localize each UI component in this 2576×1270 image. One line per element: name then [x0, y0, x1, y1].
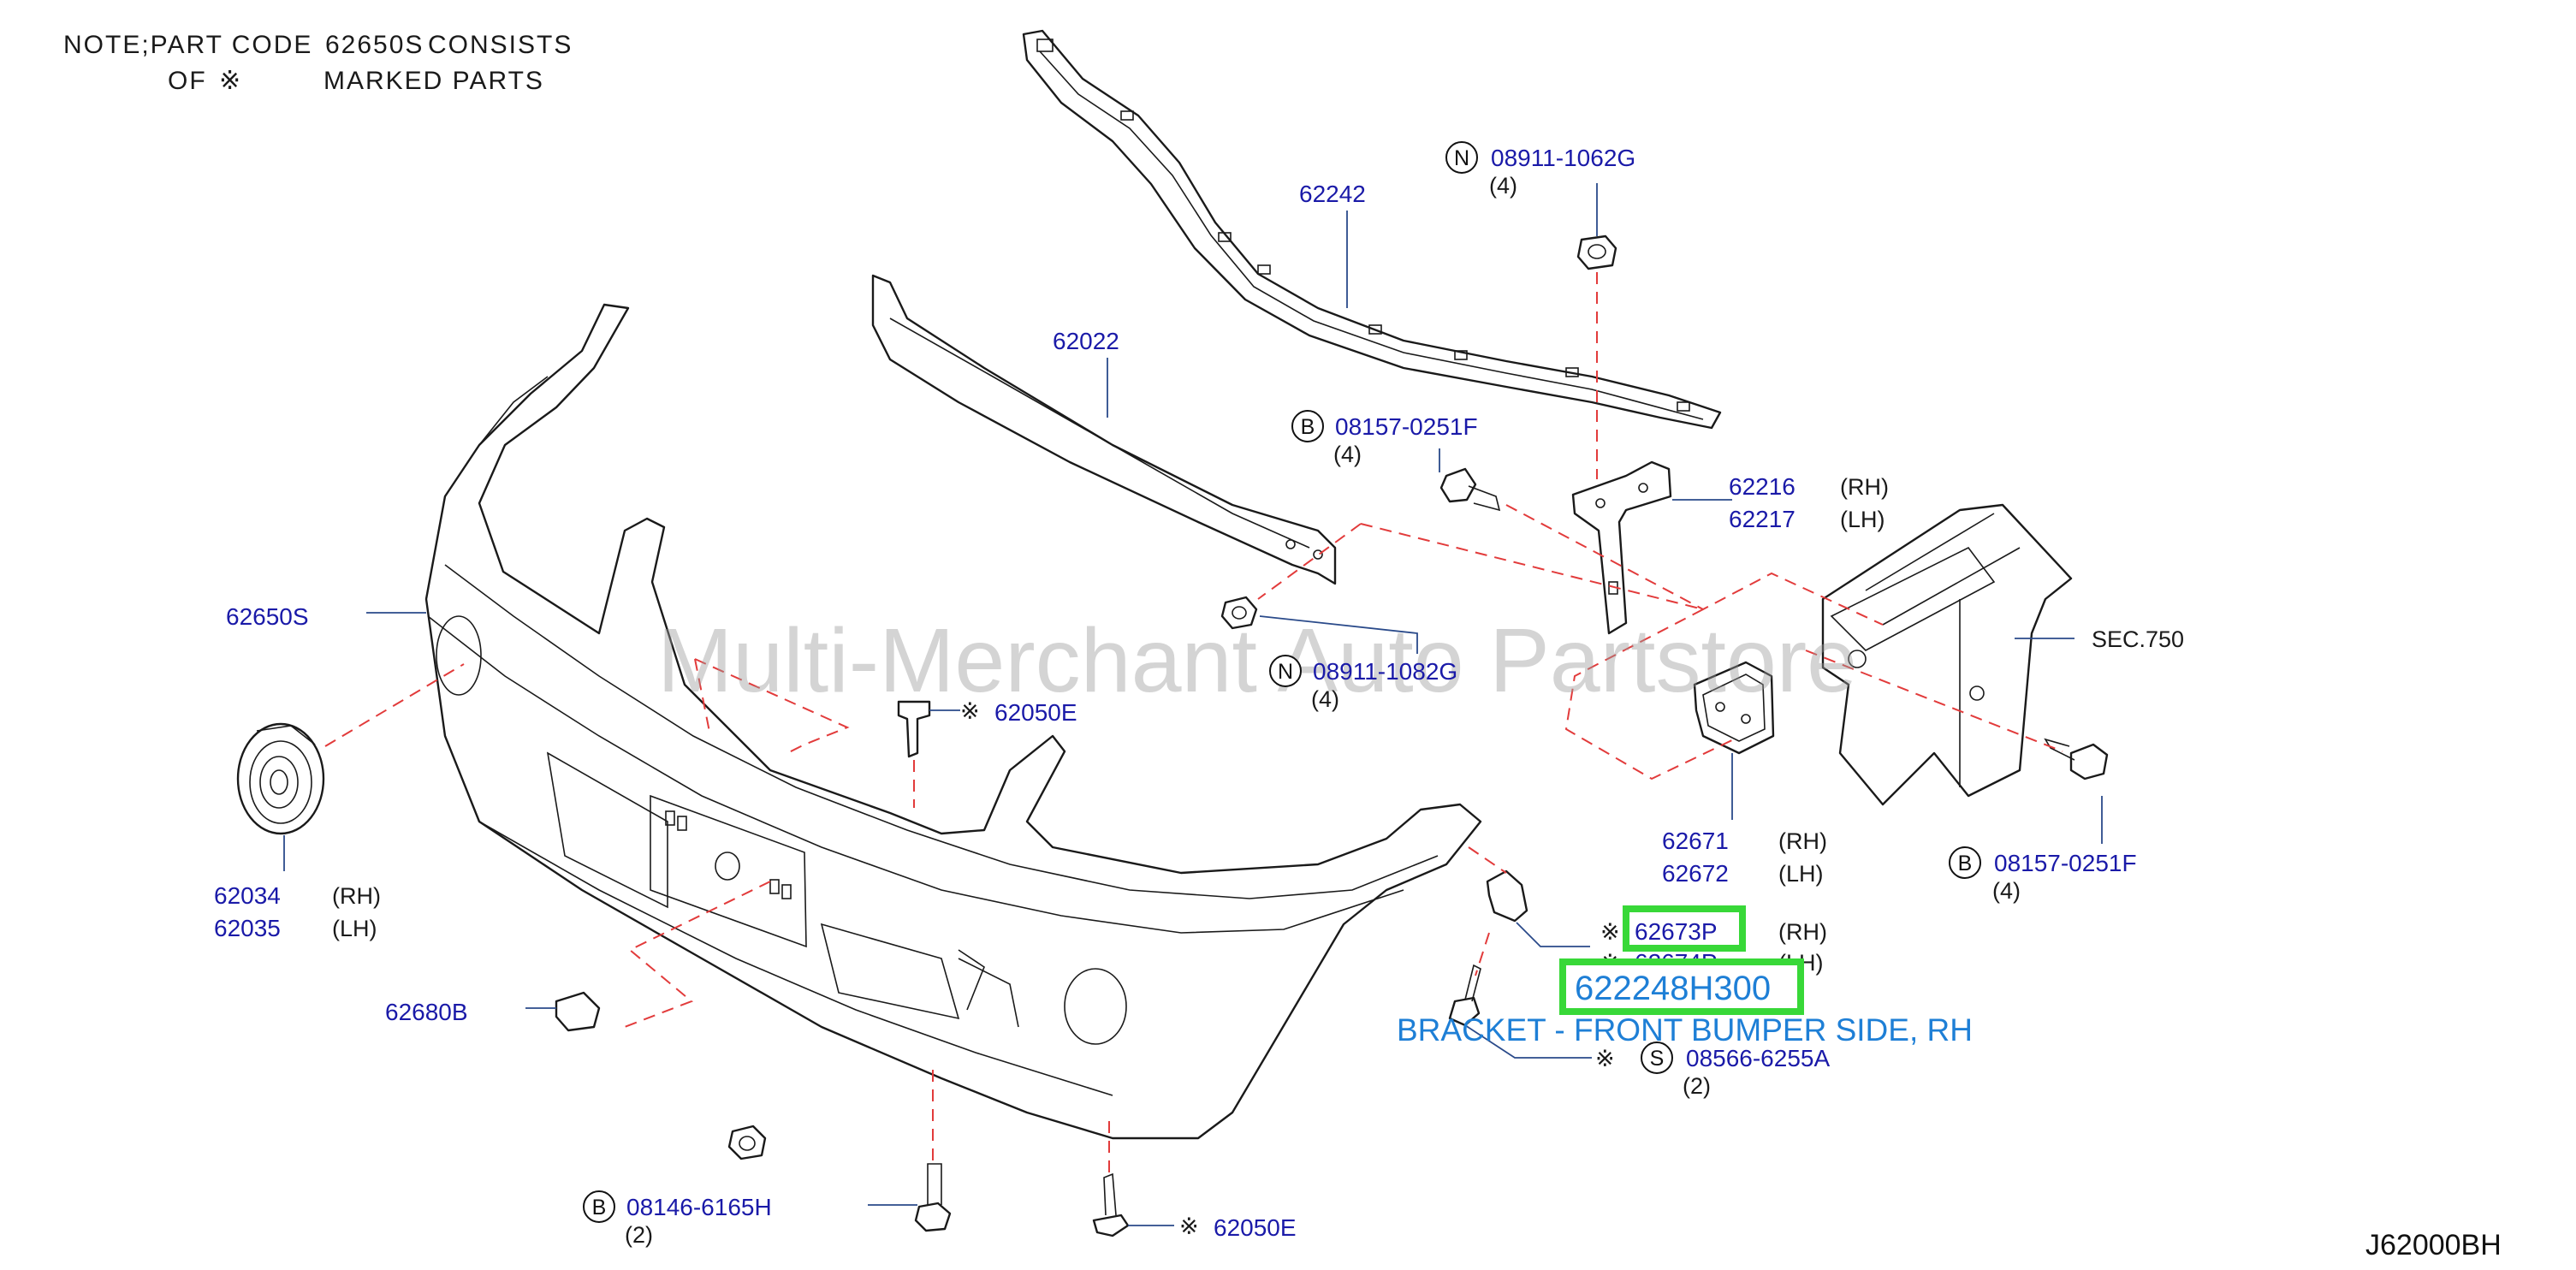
note-line1-prefix: NOTE;PART CODE [63, 31, 312, 59]
part-label-62050e-bottom[interactable]: 62050E [1214, 1214, 1297, 1241]
note-block: NOTE;PART CODE 62650S CONSISTS OF ※ MARK… [63, 31, 573, 95]
selected-part-description: BRACKET - FRONT BUMPER SIDE, RH [1397, 1012, 1973, 1047]
qty-08566: (2) [1683, 1073, 1711, 1099]
part-label-62217[interactable]: 62217 [1729, 506, 1795, 532]
frame-section-drawing [1821, 503, 2073, 806]
watermark-text: Multi-Merchant Auto Partstore [657, 610, 1857, 711]
qty-08157-right: (4) [1992, 878, 2021, 904]
selected-part-number[interactable]: 622248H300 [1575, 970, 1771, 1007]
marker-62673p-icon: ※ [1600, 919, 1620, 945]
side-62216: (RH) [1840, 474, 1889, 500]
part-label-08911-1082g[interactable]: 08911-1082G [1313, 658, 1457, 685]
part-label-62242[interactable]: 62242 [1299, 181, 1366, 207]
callout-s-letter: S [1650, 1047, 1665, 1071]
callout-b-top-letter: B [1301, 415, 1315, 439]
note-line2-suffix: MARKED PARTS [323, 67, 544, 95]
note-line1-suffix: CONSISTS [428, 31, 573, 59]
part-label-08566-6255a[interactable]: 08566-6255A [1686, 1045, 1830, 1071]
center-beam-drawing [871, 274, 1337, 585]
part-label-08157-0251f-top[interactable]: 08157-0251F [1335, 413, 1478, 440]
marker-08566-icon: ※ [1595, 1046, 1615, 1071]
highlight-62673p-box [1623, 905, 1746, 952]
note-marker-icon: ※ [219, 67, 242, 95]
part-label-62680b[interactable]: 62680B [385, 999, 468, 1025]
part-label-08157-0251f-right[interactable]: 08157-0251F [1994, 850, 2137, 876]
section-label-sec750[interactable]: SEC.750 [2092, 626, 2184, 652]
part-label-62022[interactable]: 62022 [1053, 328, 1119, 354]
upper-bracket-drawing [1571, 460, 1672, 635]
side-bracket-drawing [1693, 661, 1775, 755]
upper-reinforcement-drawing [1022, 29, 1722, 430]
qty-08911-1062g: (4) [1489, 173, 1517, 199]
fasteners-drawing [555, 234, 2109, 1237]
note-part-code[interactable]: 62650S [325, 31, 424, 59]
qty-08911-1082g: (4) [1311, 686, 1339, 712]
assembly-dashed-lines [324, 272, 2063, 1174]
side-62672: (LH) [1778, 861, 1824, 887]
callout-b-right: B [1949, 846, 1981, 879]
callout-b-top: B [1291, 410, 1324, 442]
side-62217: (LH) [1840, 507, 1885, 532]
callout-s: S [1641, 1042, 1673, 1074]
side-62673p: (RH) [1778, 919, 1827, 945]
selected-part-bg [1563, 962, 1801, 1012]
qty-08146: (2) [625, 1222, 653, 1248]
part-label-62035[interactable]: 62035 [214, 915, 281, 941]
note-line2-prefix: OF [168, 67, 207, 95]
callout-n-mid-letter: N [1278, 660, 1293, 684]
callout-n-top: N [1445, 141, 1478, 174]
callout-n-top-letter: N [1454, 146, 1469, 170]
fog-lamp-drawing [236, 722, 325, 835]
side-62034: (RH) [332, 883, 381, 909]
selected-part-callout[interactable]: 622248H300 [1559, 958, 1804, 1015]
diagram-code: J62000BH [2365, 1229, 2502, 1261]
side-62035: (LH) [332, 916, 377, 941]
bumper-fascia-drawing [424, 303, 1482, 1140]
part-label-62672[interactable]: 62672 [1662, 860, 1729, 887]
part-label-62050e-top[interactable]: 62050E [994, 699, 1077, 726]
part-label-62671[interactable]: 62671 [1662, 828, 1729, 854]
selected-part-box [1559, 958, 1804, 1015]
part-label-62673p[interactable]: 62673P [1635, 918, 1718, 945]
callout-b-bottom-letter: B [592, 1196, 607, 1220]
part-label-62034[interactable]: 62034 [214, 882, 281, 909]
part-label-62650s[interactable]: 62650S [226, 603, 309, 630]
leader-lines [283, 183, 2103, 1226]
side-62671: (RH) [1778, 828, 1827, 854]
callout-b-bottom: B [583, 1190, 615, 1223]
callout-n-mid: N [1269, 655, 1302, 687]
part-label-08146-6165h[interactable]: 08146-6165H [626, 1194, 772, 1220]
part-label-08911-1062g[interactable]: 08911-1062G [1491, 145, 1635, 171]
callout-b-right-letter: B [1958, 852, 1973, 875]
qty-08157-top: (4) [1333, 442, 1362, 467]
marker-62050e-bottom-icon: ※ [1179, 1214, 1199, 1239]
part-label-62216[interactable]: 62216 [1729, 473, 1795, 500]
marker-62050e-top-icon: ※ [960, 698, 980, 724]
